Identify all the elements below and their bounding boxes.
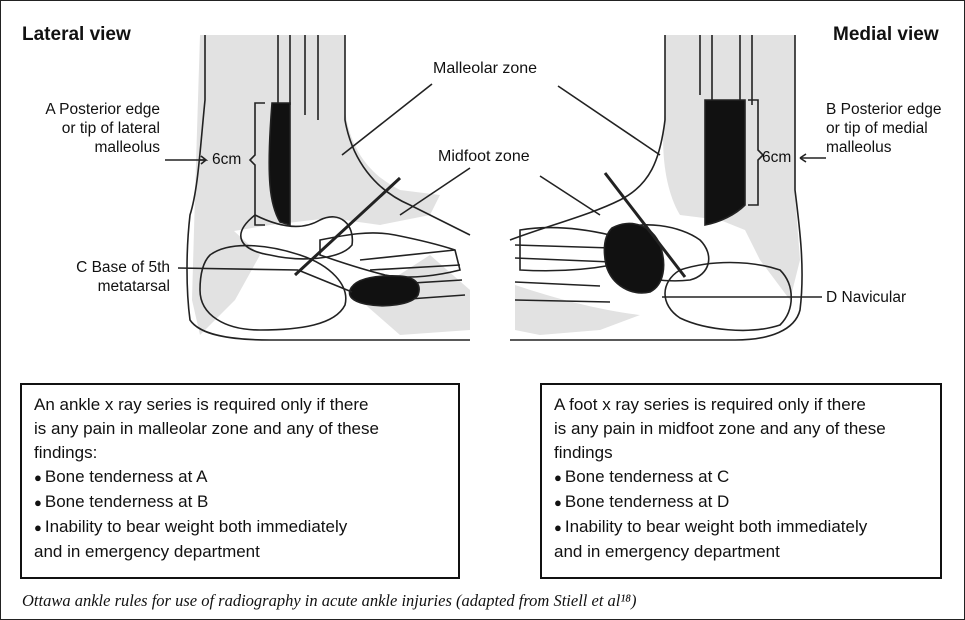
ankle-xray-rule-box: An ankle x ray series is required only i… bbox=[20, 383, 460, 579]
foot-intro-line-2: is any pain in midfoot zone and any of t… bbox=[554, 417, 930, 441]
foot-item-text: Inability to bear weight both immediatel… bbox=[565, 517, 867, 536]
label-b: B Posterior edge or tip of medial malleo… bbox=[826, 100, 941, 157]
foot-item-text: Bone tenderness at C bbox=[565, 467, 729, 486]
label-c-line-1: C Base of 5th bbox=[48, 258, 170, 277]
ankle-intro-line-1: An ankle x ray series is required only i… bbox=[34, 393, 448, 417]
ankle-item-text: Inability to bear weight both immediatel… bbox=[45, 517, 347, 536]
ankle-item: ●Bone tenderness at A bbox=[34, 465, 448, 490]
figure-caption: Ottawa ankle rules for use of radiograph… bbox=[22, 591, 637, 611]
ankle-item: ●Inability to bear weight both immediate… bbox=[34, 515, 448, 540]
label-a-line-2: or tip of lateral bbox=[30, 119, 160, 138]
label-c-line-2: metatarsal bbox=[48, 277, 170, 296]
ankle-item-continued: and in emergency department bbox=[34, 540, 448, 564]
label-d: D Navicular bbox=[826, 288, 906, 307]
label-c: C Base of 5th metatarsal bbox=[48, 258, 170, 296]
foot-intro-line-3: findings bbox=[554, 441, 930, 465]
ankle-item-text: Bone tenderness at A bbox=[45, 467, 208, 486]
lateral-foot-illustration bbox=[165, 35, 470, 340]
label-a: A Posterior edge or tip of lateral malle… bbox=[30, 100, 160, 157]
bullet-icon: ● bbox=[34, 470, 42, 485]
malleolar-zone-label: Malleolar zone bbox=[433, 60, 537, 78]
ankle-item-text: Bone tenderness at B bbox=[45, 492, 209, 511]
bullet-icon: ● bbox=[554, 520, 562, 535]
foot-item: ●Inability to bear weight both immediate… bbox=[554, 515, 930, 540]
bullet-icon: ● bbox=[554, 495, 562, 510]
lateral-view-title: Lateral view bbox=[22, 24, 131, 46]
medial-foot-illustration bbox=[510, 35, 826, 340]
label-b-line-2: or tip of medial bbox=[826, 119, 941, 138]
foot-item: ●Bone tenderness at D bbox=[554, 490, 930, 515]
foot-item-text: Bone tenderness at D bbox=[565, 492, 729, 511]
ankle-item: ●Bone tenderness at B bbox=[34, 490, 448, 515]
foot-xray-rule-box: A foot x ray series is required only if … bbox=[540, 383, 942, 579]
six-cm-right: 6cm bbox=[762, 148, 791, 167]
ankle-intro-line-2: is any pain in malleolar zone and any of… bbox=[34, 417, 448, 441]
bullet-icon: ● bbox=[554, 470, 562, 485]
medial-view-title: Medial view bbox=[833, 24, 939, 46]
label-a-line-1: A Posterior edge bbox=[30, 100, 160, 119]
label-b-line-3: malleolus bbox=[826, 138, 941, 157]
bullet-icon: ● bbox=[34, 495, 42, 510]
ankle-intro-line-3: findings: bbox=[34, 441, 448, 465]
label-b-line-1: B Posterior edge bbox=[826, 100, 941, 119]
six-cm-left: 6cm bbox=[212, 150, 241, 169]
bullet-icon: ● bbox=[34, 520, 42, 535]
foot-item-continued: and in emergency department bbox=[554, 540, 930, 564]
midfoot-zone-label: Midfoot zone bbox=[438, 148, 530, 166]
label-a-line-3: malleolus bbox=[30, 138, 160, 157]
ankle-item-text: and in emergency department bbox=[34, 542, 260, 561]
foot-intro-line-1: A foot x ray series is required only if … bbox=[554, 393, 930, 417]
foot-item: ●Bone tenderness at C bbox=[554, 465, 930, 490]
foot-item-text: and in emergency department bbox=[554, 542, 780, 561]
